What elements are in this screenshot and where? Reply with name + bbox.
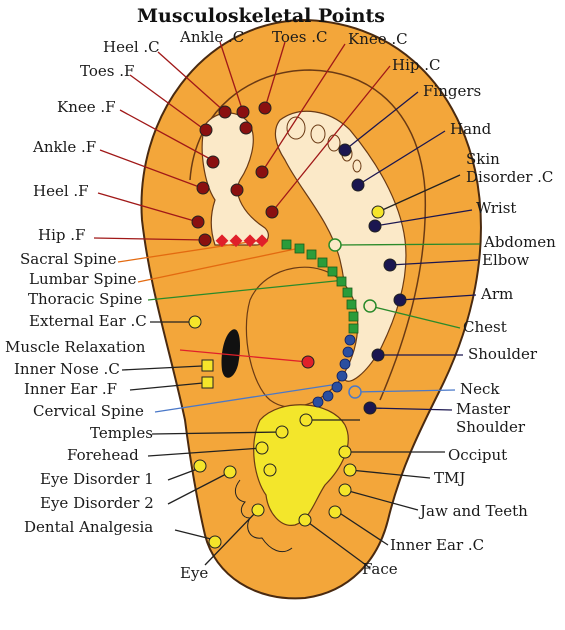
label-heel-f: Heel .F bbox=[33, 182, 89, 200]
label-lumbar-spine: Lumbar Spine bbox=[29, 270, 137, 288]
label-inner-ear-c: Inner Ear .C bbox=[390, 536, 484, 554]
label-hip-c: Hip .C bbox=[392, 56, 441, 74]
label-occiput: Occiput bbox=[448, 446, 507, 464]
label-ankle-c: Ankle .C bbox=[179, 28, 244, 46]
label-temples: Temples bbox=[90, 424, 153, 442]
label-jaw-and-teeth: Jaw and Teeth bbox=[418, 502, 528, 520]
label-eye: Eye bbox=[180, 564, 208, 582]
label-cervical-spine: Cervical Spine bbox=[33, 402, 144, 420]
label-wrist: Wrist bbox=[476, 199, 516, 217]
label-hand: Hand bbox=[450, 120, 492, 138]
label-dental-analgesia: Dental Analgesia bbox=[24, 518, 153, 536]
label-abdomen: Abdomen bbox=[483, 233, 556, 251]
label-master-shoulder-line1: Master bbox=[456, 400, 511, 418]
label-thoracic-spine: Thoracic Spine bbox=[28, 290, 143, 308]
label-skin-disorder-line2: Disorder .C bbox=[466, 168, 553, 186]
label-external-ear-c: External Ear .C bbox=[29, 312, 147, 330]
label-arm: Arm bbox=[480, 285, 513, 303]
label-neck: Neck bbox=[460, 380, 500, 398]
label-skin-disorder-line1: Skin bbox=[466, 150, 500, 168]
label-forehead: Forehead bbox=[67, 446, 139, 464]
label-master-shoulder-line2: Shoulder bbox=[456, 418, 526, 436]
diagram-title: Musculoskeletal Points bbox=[137, 5, 385, 27]
label-toes-f: Toes .F bbox=[80, 62, 134, 80]
label-hip-f: Hip .F bbox=[38, 226, 85, 244]
label-elbow: Elbow bbox=[482, 251, 529, 269]
label-heel-c: Heel .C bbox=[103, 38, 160, 56]
label-muscle-relaxation: Muscle Relaxation bbox=[5, 338, 146, 356]
label-knee-f: Knee .F bbox=[57, 98, 116, 116]
label-inner-ear-f: Inner Ear .F bbox=[24, 380, 117, 398]
label-chest: Chest bbox=[463, 318, 507, 336]
label-knee-c: Knee .C bbox=[348, 30, 408, 48]
label-tmj: TMJ bbox=[434, 469, 465, 487]
label-fingers: Fingers bbox=[423, 82, 481, 100]
label-ankle-f: Ankle .F bbox=[32, 138, 96, 156]
label-eye-disorder-1: Eye Disorder 1 bbox=[40, 470, 154, 488]
label-face: Face bbox=[362, 560, 398, 578]
label-inner-nose-c: Inner Nose .C bbox=[14, 360, 120, 378]
label-shoulder: Shoulder bbox=[468, 345, 538, 363]
label-eye-disorder-2: Eye Disorder 2 bbox=[40, 494, 154, 512]
label-sacral-spine: Sacral Spine bbox=[20, 250, 117, 268]
label-toes-c: Toes .C bbox=[272, 28, 327, 46]
